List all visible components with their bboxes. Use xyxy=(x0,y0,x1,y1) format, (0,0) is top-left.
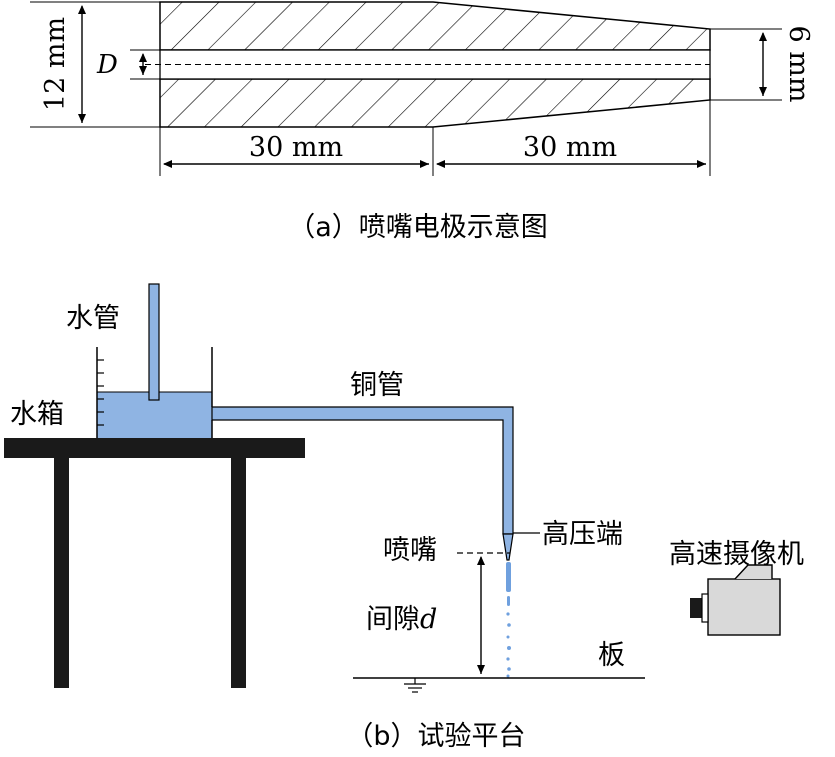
label-water-tank: 水箱 xyxy=(10,399,64,430)
label-D: D xyxy=(96,50,118,80)
table-top xyxy=(4,438,305,458)
ground-icon xyxy=(404,678,426,693)
label-gap: 间隙d xyxy=(366,604,437,635)
caption-b: （b）试验平台 xyxy=(346,721,525,752)
caption-a: （a）喷嘴电极示意图 xyxy=(288,212,548,243)
copper-pipe xyxy=(211,406,514,535)
label-12mm: 12 mm xyxy=(40,17,71,111)
test-platform-diagram: 水管 水箱 铜管 高压端 喷嘴 高速摄像机 间隙d 板 （b）试验平台 xyxy=(4,283,804,752)
label-gap-symbol: d xyxy=(420,604,437,635)
table-leg-left xyxy=(54,458,69,688)
label-water-pipe: 水管 xyxy=(66,303,120,334)
label-6mm: 6 mm xyxy=(783,26,814,103)
water-jet xyxy=(506,562,511,678)
label-30mm-left: 30 mm xyxy=(249,132,343,163)
label-camera: 高速摄像机 xyxy=(669,539,804,570)
label-copper-pipe: 铜管 xyxy=(350,370,404,401)
electrode-body-upper xyxy=(159,1,711,51)
electrode-body-lower xyxy=(159,78,711,128)
label-nozzle: 喷嘴 xyxy=(383,535,437,566)
tank-scale xyxy=(97,359,104,426)
label-plate: 板 xyxy=(598,640,625,671)
label-high-voltage: 高压端 xyxy=(542,519,623,550)
nozzle-electrode-diagram: 12 mm D 6 mm 30 mm 30 mm （a）喷嘴电极示意图 xyxy=(30,1,814,243)
label-30mm-right: 30 mm xyxy=(523,132,617,163)
table-leg-right xyxy=(231,458,246,688)
camera-icon xyxy=(690,564,781,636)
nozzle-tip xyxy=(502,533,514,561)
label-gap-text: 间隙 xyxy=(366,604,420,635)
water-pipe xyxy=(148,283,160,401)
